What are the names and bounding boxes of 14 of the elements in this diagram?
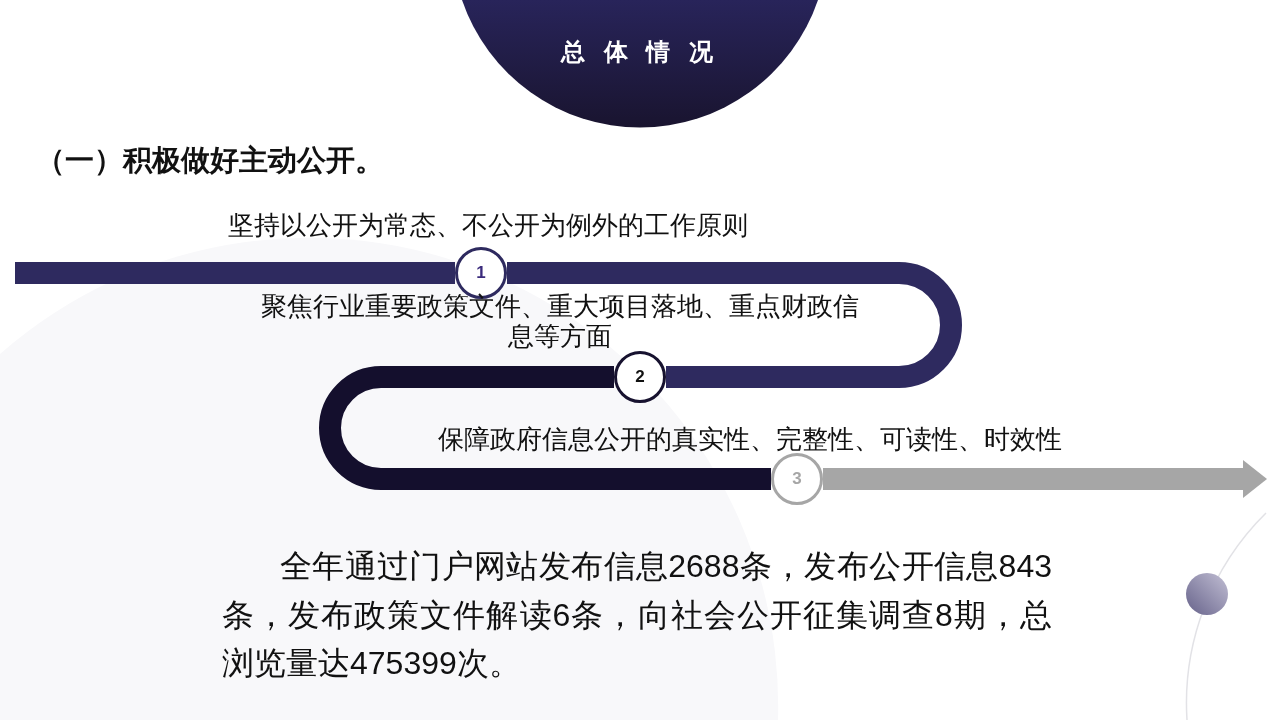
timeline-arrow (823, 460, 1267, 498)
step-caption: 保障政府信息公开的真实性、完整性、可读性、时效性 (437, 425, 1063, 453)
summary-paragraph: 全年通过门户网站发布信息2688条，发布公开信息843条，发布政策文件解读6条，向社会公开征集调查8期，总浏览量达475399次。 (222, 547, 1052, 683)
timeline-band (319, 366, 771, 490)
step-caption: 坚持以公开为常态、不公开为例外的工作原则 (227, 209, 749, 241)
step-number: 3 (792, 469, 802, 489)
semicircle-banner (462, 0, 818, 128)
step-caption: 聚焦行业重要政策文件、重大项目落地、重点财政信息等方面 (260, 291, 860, 351)
timeline-band (507, 262, 962, 388)
step-number: 1 (476, 263, 486, 283)
timeline-band (15, 262, 455, 284)
step-number: 2 (635, 367, 645, 387)
banner-title: 总 体 情 况 (561, 37, 719, 67)
section-heading: （一）积极做好主动公开。 (36, 143, 384, 178)
